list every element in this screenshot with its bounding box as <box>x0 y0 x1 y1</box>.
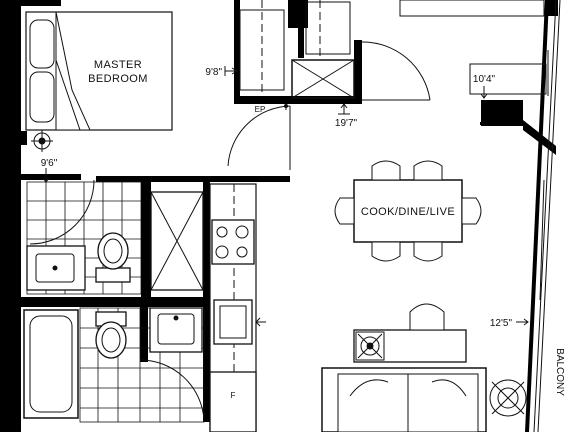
chair-bottom-left <box>371 241 401 262</box>
bed-sheet-fold <box>55 11 91 131</box>
bedroom-closet <box>239 9 285 91</box>
wall-living-box <box>480 122 518 125</box>
tv-chair <box>409 303 445 331</box>
wall-top-right <box>548 0 558 16</box>
wall-closet-divider <box>298 0 304 58</box>
chair-right <box>461 197 482 225</box>
bath-door-swing <box>29 179 95 245</box>
dim-bedroom-width: 9'8" <box>205 67 222 78</box>
dimension-markers <box>42 66 529 326</box>
living-storage <box>469 63 547 95</box>
master-bedroom-label-line2: BEDROOM <box>88 73 148 85</box>
toilet-tank <box>95 267 131 283</box>
second-bath <box>23 307 205 423</box>
shower <box>150 191 204 291</box>
fridge <box>209 371 257 432</box>
electrical-panel-label: EP <box>255 105 266 114</box>
window-wall <box>525 0 549 432</box>
fridge-label: F <box>231 391 236 400</box>
kitchen-counter <box>209 183 257 432</box>
wall-corridor-bottom <box>234 96 354 104</box>
ceiling-light-icon <box>31 130 53 152</box>
pillow-top <box>29 19 55 69</box>
kitchen: F <box>209 183 266 432</box>
chair-left <box>334 197 355 225</box>
wall-bath-separator <box>21 297 209 307</box>
walls <box>0 0 558 432</box>
chair-bottom-right <box>413 241 443 262</box>
dining-set: COOK/DINE/LIVE <box>334 160 482 262</box>
master-bedroom: MASTER BEDROOM <box>25 11 173 152</box>
wall-bath-top <box>21 174 81 180</box>
wall-bath-top-right <box>96 176 290 182</box>
master-bedroom-label-line1: MASTER <box>94 59 142 71</box>
closets <box>239 0 355 99</box>
side-table-lamp-icon <box>489 379 527 417</box>
kitchen-sink <box>213 299 266 345</box>
chair-top-left <box>371 160 401 181</box>
wall-bedroom-bottom <box>21 131 27 145</box>
wall-right-notch <box>481 100 523 126</box>
balcony-label: BALCONY <box>554 348 565 396</box>
wall-corridor-right <box>354 40 362 104</box>
chair-top-right <box>413 160 443 181</box>
electrical-panel-icon <box>284 104 288 108</box>
wall-left-exterior <box>0 0 21 432</box>
dim-bath-width: 9'6" <box>41 158 58 169</box>
cooktop-icon <box>211 219 255 265</box>
entry-door <box>361 41 431 101</box>
dining-table <box>353 179 463 243</box>
linen-closet <box>305 1 351 55</box>
living-furniture <box>321 303 527 432</box>
pillow-bottom <box>29 71 55 123</box>
wall-top-left <box>21 0 61 6</box>
glazing <box>533 0 561 432</box>
dim-bedroom-length: 19'7" <box>335 118 358 129</box>
main-bath <box>26 179 142 295</box>
cook-dine-live-label: COOK/DINE/LIVE <box>361 206 455 218</box>
dim-living-length: 12'5" <box>490 318 513 329</box>
dim-living-width: 10'4" <box>473 74 496 85</box>
floor-lamp-icon <box>355 331 385 361</box>
ensuite-door-swing <box>139 359 205 421</box>
bedroom-door <box>227 105 291 170</box>
mechanical-box <box>291 59 355 99</box>
wall-bedroom-right <box>234 0 240 104</box>
wall-ensuite-right <box>140 306 148 362</box>
wall-shower-left <box>141 176 151 303</box>
wall-kitchen-left <box>203 182 210 422</box>
top-counter <box>399 0 545 17</box>
